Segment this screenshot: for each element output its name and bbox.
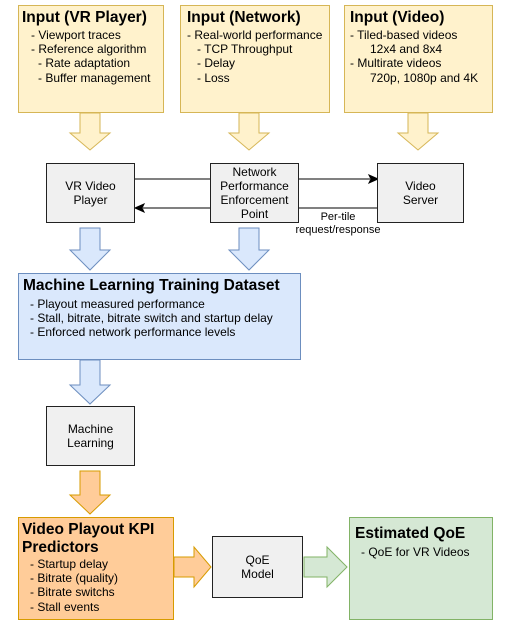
kpi-title-line-1: Video Playout KPI: [22, 521, 155, 538]
estimated-qoe-list: - QoE for VR Videos: [361, 545, 492, 559]
ml-training-dataset-box: Machine Learning Training Dataset - Play…: [18, 273, 301, 360]
list-item: - Enforced network performance levels: [30, 325, 236, 340]
input-vr-player-list: - Viewport traces - Reference algorithm …: [31, 28, 163, 85]
input-vr-player-box: Input (VR Player) - Viewport traces - Re…: [18, 5, 164, 113]
vr-player-label-2: Player: [73, 193, 108, 207]
per-tile-note-line-2: request/response: [295, 224, 381, 236]
input-network-title: Input (Network): [187, 9, 301, 26]
ml-label-1: Machine: [67, 422, 114, 436]
per-tile-note: Per-tile request/response: [288, 211, 388, 237]
network-point-label-4: Point: [240, 207, 269, 221]
qoe-model-label-2: Model: [241, 567, 274, 581]
kpi-predictors-box: Video Playout KPI Predictors - Startup d…: [18, 517, 174, 620]
list-item: - Loss: [197, 70, 230, 85]
input-video-list: - Tiled-based videos 12x4 and 8x4 - Mult…: [350, 28, 492, 85]
input-network-list: - Real-world performance - TCP Throughpu…: [187, 28, 329, 85]
machine-learning-box: Machine Learning: [46, 406, 135, 466]
video-server-box: Video Server: [377, 163, 464, 223]
arrow-kpi-to-qoe-model: [173, 545, 212, 589]
list-item: 12x4 and 8x4: [370, 42, 443, 57]
input-video-title: Input (Video): [350, 9, 445, 26]
list-item: - Bitrate (quality): [30, 571, 119, 586]
network-enforcement-point-box: Network Performance Enforcement Point: [210, 163, 299, 223]
estimated-qoe-title: Estimated QoE: [355, 525, 466, 542]
dataset-title: Machine Learning Training Dataset: [23, 277, 280, 294]
qoe-model-box: QoE Model: [212, 536, 303, 598]
per-tile-note-line-1: Per-tile: [320, 211, 356, 223]
network-point-label-1: Network: [232, 165, 277, 179]
list-item: - Playout measured performance: [30, 297, 205, 311]
list-item: - Buffer management: [38, 70, 151, 85]
list-item: - Multirate videos: [350, 56, 442, 71]
arrow-input-vr-to-player: [68, 112, 112, 151]
arrow-qoe-model-to-estimated: [303, 545, 348, 589]
list-item: - Rate adaptation: [38, 56, 131, 71]
list-item: 720p, 1080p and 4K: [370, 70, 479, 85]
list-item: - Startup delay: [30, 557, 109, 571]
arrow-ml-to-kpi: [68, 470, 112, 515]
list-item: - Reference algorithm: [31, 42, 147, 57]
ml-label-2: Learning: [67, 436, 114, 450]
kpi-title-line-2: Predictors: [22, 539, 99, 556]
input-video-box: Input (Video) - Tiled-based videos 12x4 …: [344, 5, 493, 113]
list-item: - Delay: [197, 56, 236, 71]
video-server-label-1: Video: [405, 179, 436, 193]
input-network-box: Input (Network) - Real-world performance…: [180, 5, 330, 113]
kpi-list: - Startup delay - Bitrate (quality) - Bi…: [30, 557, 173, 614]
list-item: - TCP Throughput: [197, 42, 293, 57]
arrowhead-to-player: [133, 202, 146, 214]
arrow-dataset-to-ml: [68, 359, 112, 405]
arrow-player-to-dataset: [68, 227, 112, 271]
network-point-label-2: Performance: [220, 179, 289, 193]
estimated-qoe-box: Estimated QoE - QoE for VR Videos: [349, 517, 493, 620]
list-item: - Stall, bitrate, bitrate switch and sta…: [30, 311, 273, 326]
list-item: - Tiled-based videos: [350, 28, 458, 42]
input-vr-player-title: Input (VR Player): [22, 9, 147, 26]
vr-video-player-box: VR Video Player: [46, 163, 135, 223]
list-item: - Real-world performance: [187, 28, 323, 42]
list-item: - Viewport traces: [31, 28, 121, 42]
list-item: - Bitrate switchs: [30, 585, 115, 600]
list-item: - Stall events: [30, 599, 100, 614]
arrow-input-network-to-point: [227, 112, 271, 151]
vr-player-label-1: VR Video: [65, 179, 116, 193]
arrow-input-video-to-server: [396, 112, 440, 151]
video-server-label-2: Server: [402, 193, 439, 207]
arrowhead-to-server: [367, 173, 380, 185]
dataset-list: - Playout measured performance - Stall, …: [30, 297, 300, 340]
list-item: - QoE for VR Videos: [361, 545, 470, 559]
network-point-label-3: Enforcement: [220, 193, 289, 207]
qoe-model-label-1: QoE: [245, 553, 270, 567]
arrow-point-to-dataset: [227, 227, 271, 271]
